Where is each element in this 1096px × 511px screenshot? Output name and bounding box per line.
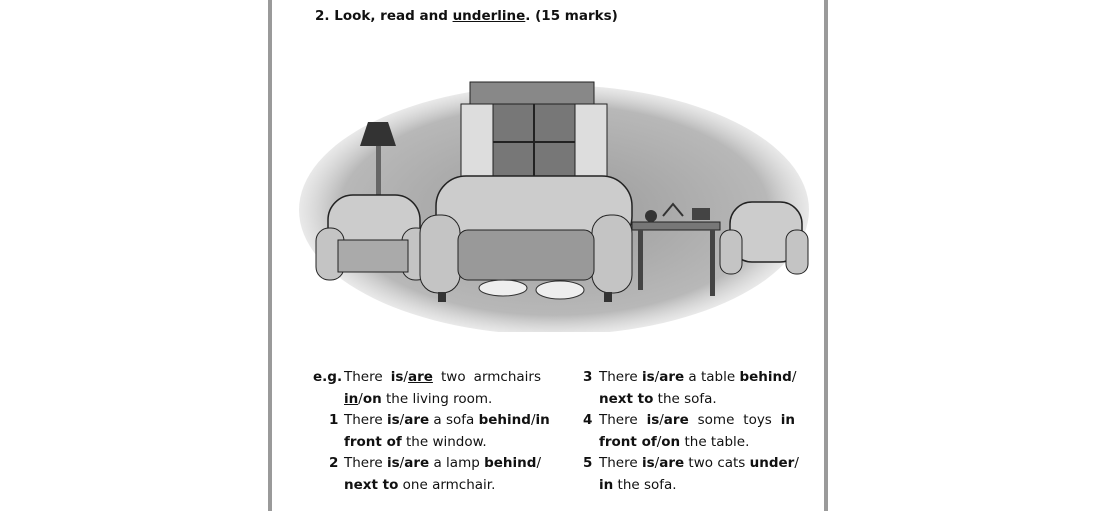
sentence-text: / bbox=[794, 455, 799, 471]
sentence-text: / bbox=[530, 412, 536, 428]
sentence-text: There bbox=[599, 369, 642, 385]
armchair-left bbox=[315, 194, 431, 281]
cats bbox=[478, 279, 585, 300]
sentence-text: the sofa. bbox=[653, 390, 717, 407]
sentence-line: There is/are a lamp behind/ bbox=[344, 453, 541, 475]
answer-option: in bbox=[599, 476, 614, 493]
answer-option: behind bbox=[739, 369, 792, 385]
sentence-line: front of the window. bbox=[344, 432, 541, 454]
title-underlined-word: underline bbox=[452, 8, 526, 24]
answer-option: in bbox=[535, 412, 550, 428]
living-room-illustration bbox=[299, 81, 809, 332]
sentence-text: two cats bbox=[684, 455, 750, 471]
item-number: 2 bbox=[329, 455, 339, 471]
sentence-text: the table. bbox=[680, 433, 750, 450]
sentence-text: some toys bbox=[688, 412, 781, 428]
answer-option: are bbox=[404, 455, 430, 471]
answer-option: behind bbox=[478, 412, 531, 428]
answer-option: front of bbox=[344, 433, 402, 450]
sentence-text: the living room. bbox=[381, 390, 493, 407]
answer-option: in bbox=[344, 390, 359, 407]
answer-option: is bbox=[641, 369, 655, 385]
page-border-left bbox=[268, 0, 272, 511]
sofa bbox=[419, 175, 633, 302]
answer-option: on bbox=[661, 433, 681, 450]
title-text: 2. Look, read and bbox=[315, 8, 453, 24]
sentence-text: a table bbox=[684, 369, 740, 385]
item-2: 2 There is/are a lamp behind/next to one… bbox=[329, 453, 541, 497]
sentence-text: a sofa bbox=[429, 412, 479, 428]
sentence-line: in/on the living room. bbox=[344, 389, 541, 411]
answer-option: are bbox=[659, 455, 685, 471]
lamp bbox=[360, 122, 396, 208]
answer-option: front of bbox=[599, 433, 657, 450]
title-marks: . (15 marks) bbox=[525, 8, 618, 24]
sentence-text: / bbox=[656, 433, 662, 450]
sentence-line: There is/are some toys in bbox=[599, 410, 795, 432]
sentence-text: There bbox=[344, 412, 387, 428]
page-border-right bbox=[824, 0, 828, 511]
answer-option: in bbox=[780, 412, 795, 428]
sentence-text: the sofa. bbox=[613, 476, 677, 493]
answer-option: is bbox=[386, 412, 400, 428]
answer-option: is bbox=[390, 369, 404, 385]
item-number: 5 bbox=[583, 455, 593, 471]
sentence-text: two armchairs bbox=[432, 369, 541, 385]
sentence-text: There bbox=[344, 369, 391, 385]
item-number: 4 bbox=[583, 412, 593, 428]
sentence-line: next to the sofa. bbox=[599, 389, 795, 411]
sentence-text: There bbox=[599, 412, 647, 428]
sentence-text: / bbox=[536, 455, 541, 471]
sentence-line: There is/are two armchairs bbox=[344, 367, 541, 389]
toys bbox=[645, 202, 710, 222]
answer-option: is bbox=[386, 455, 400, 471]
answer-option: on bbox=[362, 390, 382, 407]
answer-option: next to bbox=[344, 476, 399, 493]
exercise-title: 2. Look, read and underline. (15 marks) bbox=[315, 8, 618, 24]
answer-option: are bbox=[407, 369, 433, 385]
item-5: 5 There is/are two cats under/in the sof… bbox=[583, 453, 799, 497]
sentence-line: There is/are a sofa behind/in bbox=[344, 410, 550, 432]
sentence-text: / bbox=[399, 455, 405, 471]
sentence-text: / bbox=[358, 390, 363, 407]
sentence-line: front of/on the table. bbox=[599, 432, 795, 454]
answer-option: is bbox=[646, 412, 660, 428]
item-number: 3 bbox=[583, 369, 593, 385]
sentence-text: / bbox=[659, 412, 664, 428]
sentence-text: There bbox=[344, 455, 387, 471]
armchair-right bbox=[719, 201, 809, 275]
answer-option: under bbox=[749, 455, 795, 471]
answer-option: are bbox=[404, 412, 430, 428]
sentence-text: a lamp bbox=[429, 455, 485, 471]
sentence-text: / bbox=[399, 412, 405, 428]
answer-option: behind bbox=[484, 455, 537, 471]
sentence-text: / bbox=[791, 369, 797, 385]
item-3: 3 There is/are a table behind/next to th… bbox=[583, 367, 797, 411]
sentence-line: There is/are a table behind/ bbox=[599, 367, 797, 389]
answer-option: is bbox=[641, 455, 655, 471]
table bbox=[631, 221, 721, 296]
item-number: 1 bbox=[329, 412, 339, 428]
sentence-text: There bbox=[599, 455, 642, 471]
sentence-line: in the sofa. bbox=[599, 475, 795, 497]
window bbox=[460, 81, 608, 185]
sentence-text: / bbox=[654, 455, 660, 471]
sentence-line: next to one armchair. bbox=[344, 475, 541, 497]
answer-option: next to bbox=[599, 390, 654, 407]
sentence-text: the window. bbox=[401, 433, 487, 450]
answer-option: are bbox=[663, 412, 689, 428]
item-number: e.g. bbox=[313, 369, 343, 385]
sentence-text: one armchair. bbox=[398, 476, 496, 493]
sentence-text: / bbox=[403, 369, 408, 385]
sentence-line: There is/are two cats under/ bbox=[599, 453, 799, 475]
answer-option: are bbox=[659, 369, 685, 385]
sentence-text: / bbox=[654, 369, 660, 385]
